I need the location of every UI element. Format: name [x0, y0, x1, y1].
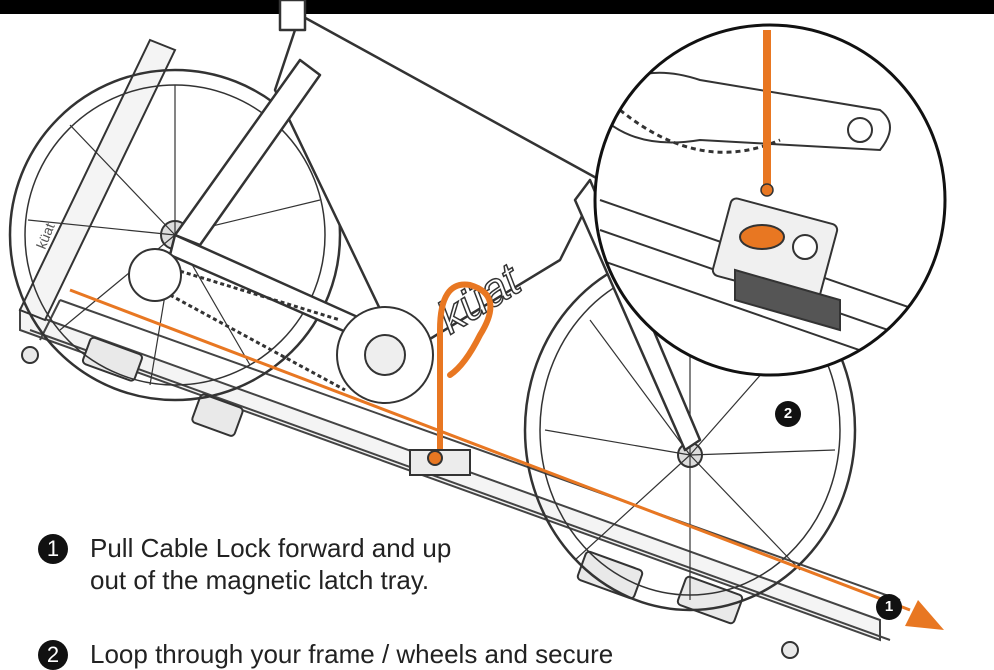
step-1-text: Pull Cable Lock forward and up out of th…: [90, 533, 452, 595]
zoom-inset: [593, 23, 947, 377]
drivetrain: [128, 248, 434, 404]
top-black-band: [0, 0, 994, 14]
cable-lock: [437, 281, 494, 453]
latch-tray: [409, 449, 471, 476]
callout-badge-1: 1: [876, 594, 902, 620]
callout-badge-2: 2: [775, 401, 801, 427]
step-1: 1 Pull Cable Lock forward and up out of …: [38, 532, 451, 596]
step-2-text: Loop through your frame / wheels and sec…: [90, 639, 614, 669]
pull-direction-arrow: [69, 288, 944, 630]
wheel-holder-arm: [18, 38, 177, 322]
step-2-number: 2: [38, 640, 68, 670]
step-2: 2 Loop through your frame / wheels and s…: [38, 638, 613, 670]
step-1-number: 1: [38, 534, 68, 564]
